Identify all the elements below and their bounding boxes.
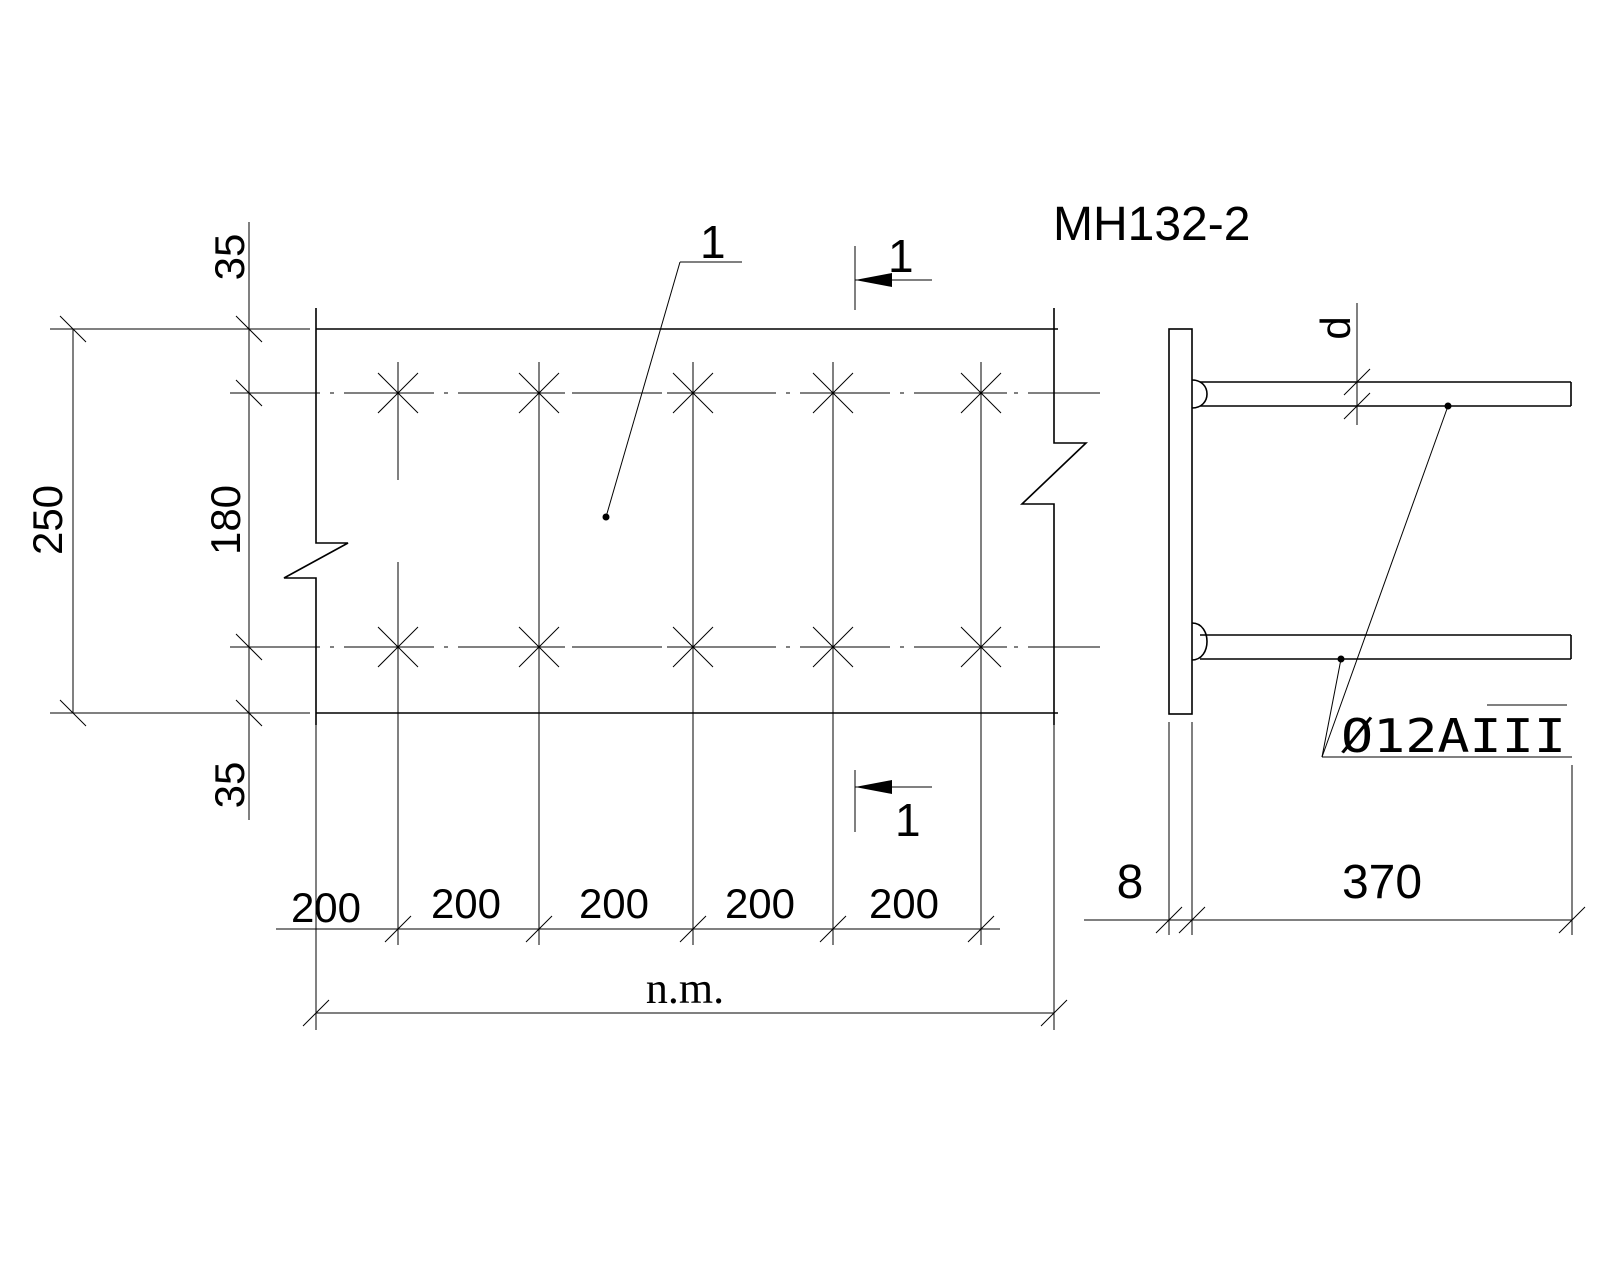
dim-height-total: 250 xyxy=(24,485,71,555)
dim-top-edge: 35 xyxy=(206,234,253,281)
dim-total-length: n.m. xyxy=(646,964,724,1013)
section-mark-top-label: 1 xyxy=(888,230,914,282)
dim-spacing-4: 200 xyxy=(725,880,795,927)
anchor-column-lines xyxy=(397,362,982,945)
horizontal-dimension-lines xyxy=(276,725,1068,1030)
section-mark-top: 1 xyxy=(854,230,932,310)
vertical-dimension-lines xyxy=(50,222,310,820)
part-number-label: 1 xyxy=(700,216,726,268)
weld-mark-icon xyxy=(513,621,565,673)
section-plate xyxy=(1168,328,1193,715)
rebar-leader xyxy=(1321,402,1572,758)
weld-mark-icon xyxy=(667,367,719,419)
dim-spacing-3: 200 xyxy=(579,880,649,927)
dim-bottom-edge: 35 xyxy=(206,762,253,809)
section-mark-bottom-label: 1 xyxy=(895,794,921,846)
weld-mark-icon xyxy=(955,367,1007,419)
d-label: d xyxy=(1312,316,1359,339)
section-anchors xyxy=(1191,379,1572,661)
dim-spacing-2: 200 xyxy=(431,880,501,927)
plate-outline xyxy=(283,308,1088,725)
weld-marks xyxy=(372,367,1007,673)
weld-mark-icon xyxy=(955,621,1007,673)
dim-spacing-5: 200 xyxy=(869,880,939,927)
dim-spacing-1: 200 xyxy=(291,884,361,931)
weld-mark-icon xyxy=(513,367,565,419)
section-mark-bottom: 1 xyxy=(854,770,932,846)
d-dimension xyxy=(1343,303,1371,425)
weld-mark-icon xyxy=(667,621,719,673)
weld-mark-icon xyxy=(372,367,424,419)
dim-anchor-length: 370 xyxy=(1342,856,1422,909)
section-dimension-lines xyxy=(1084,722,1586,935)
weld-mark-icon xyxy=(372,621,424,673)
dim-anchor-spacing: 180 xyxy=(202,485,249,555)
part-leader: 1 xyxy=(602,216,742,521)
weld-mark-icon xyxy=(807,621,859,673)
rebar-spec-label: Ø12AIII xyxy=(1341,709,1566,763)
drawing-title: MH132-2 xyxy=(1053,198,1250,251)
weld-mark-icon xyxy=(807,367,859,419)
anchor-centerlines xyxy=(230,392,1100,648)
dim-plate-thickness: 8 xyxy=(1117,856,1144,909)
